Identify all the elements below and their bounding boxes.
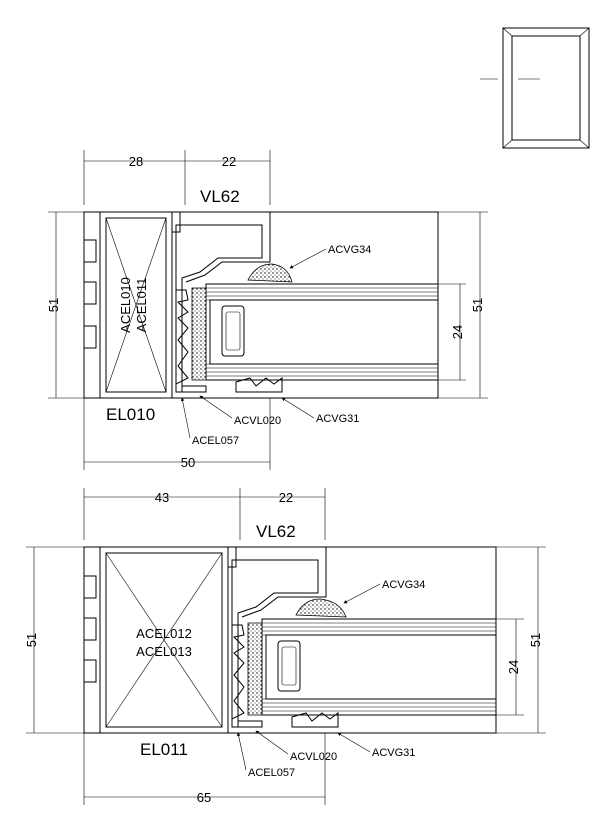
bottom-sash-profile (231, 559, 319, 728)
top-glazing-bead (175, 289, 189, 385)
bottom-insert-2: ACEL013 (136, 644, 192, 659)
bottom-dim-b: 22 (279, 490, 293, 505)
top-dim-height-right: 51 (470, 298, 485, 312)
top-label-acvl020: ACVL020 (234, 415, 281, 427)
bottom-label-acel057: ACEL057 (248, 767, 295, 779)
top-dim-b: 22 (222, 154, 236, 169)
bottom-dim-glass: 24 (506, 660, 521, 674)
top-dim-a: 28 (129, 154, 143, 169)
bottom-dim-height-right: 51 (528, 633, 543, 647)
top-sash-profile (175, 224, 263, 393)
bottom-insert-1: ACEL012 (136, 626, 192, 641)
top-dim-height-left: 51 (46, 298, 61, 312)
top-label-acvg31: ACVG31 (316, 413, 359, 425)
bottom-glazing-bead (231, 624, 245, 720)
bottom-gasket-acvg31 (291, 712, 339, 728)
top-insert-2: ACEL011 (134, 278, 149, 333)
bottom-label-acvl020: ACVL020 (290, 751, 337, 763)
top-section: 28 22 VL62 (46, 150, 488, 470)
top-dim-glass: 24 (450, 325, 465, 339)
top-gasket-acvg34 (247, 263, 293, 283)
bottom-dim-a: 43 (155, 490, 169, 505)
top-insert-1: ACEL010 (118, 277, 133, 333)
bottom-label-acvg31: ACVG31 (372, 747, 415, 759)
bottom-dimension-widths: 43 22 (83, 488, 326, 540)
top-label-acvg34: ACVG34 (328, 244, 371, 256)
bottom-gasket-acvg34 (295, 598, 347, 618)
bottom-section: 43 22 VL62 (24, 488, 546, 805)
bottom-frame-profile (84, 546, 101, 733)
bottom-label-acvg34: ACVG34 (382, 579, 425, 591)
top-dimension-widths: 28 22 (83, 150, 271, 205)
bottom-code: EL011 (140, 740, 188, 759)
top-gasket-acvg31 (235, 377, 283, 393)
top-glazing-unit (205, 283, 439, 381)
bottom-dim-height-left: 51 (24, 633, 39, 647)
top-frame-profile (84, 211, 101, 398)
top-dim-total: 50 (181, 455, 195, 470)
bottom-title: VL62 (256, 522, 296, 541)
top-label-acel057: ACEL057 (192, 435, 239, 447)
window-thumbnail-icon (480, 27, 590, 149)
top-code: EL010 (106, 405, 155, 424)
top-title: VL62 (200, 187, 240, 206)
bottom-glazing-unit (261, 618, 497, 716)
bottom-dim-total: 65 (197, 790, 211, 805)
